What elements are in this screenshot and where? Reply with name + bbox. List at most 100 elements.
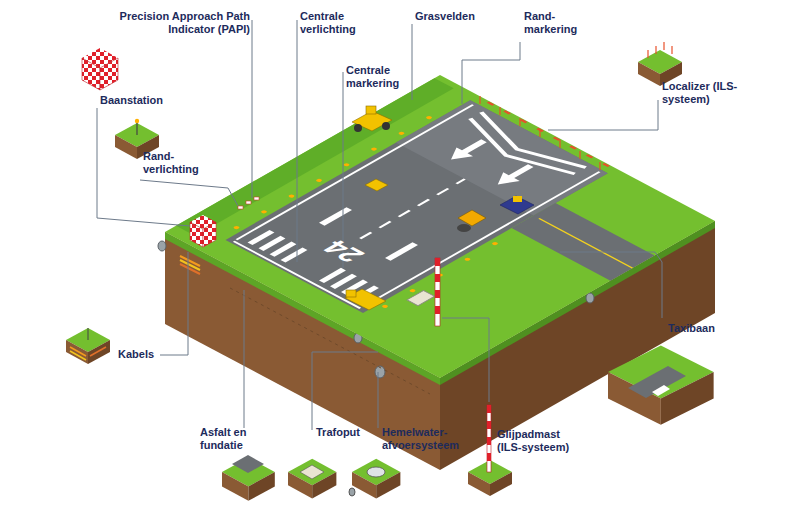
leader-line <box>442 318 489 402</box>
inset-mast-stripes <box>487 405 491 461</box>
edge-light <box>343 163 351 167</box>
mast-stripes <box>435 258 440 314</box>
wheel <box>354 124 362 132</box>
localizer-array <box>487 102 610 167</box>
edge-light-lamp <box>135 119 139 123</box>
edge-light-pole <box>136 122 137 135</box>
mast-stripe <box>487 421 491 429</box>
chevron-marking <box>465 112 586 177</box>
callout-label: Rand- verlichting <box>143 150 209 176</box>
localizer-pole <box>579 151 580 159</box>
localizer-antenna <box>569 145 577 149</box>
drain-pipe <box>349 488 355 496</box>
edge-light <box>288 194 296 198</box>
cable <box>180 264 200 274</box>
center-marking <box>360 179 465 239</box>
leader-line <box>140 180 238 206</box>
edge-marking <box>363 172 600 307</box>
edge-light <box>425 116 433 120</box>
callout-label: Glijpadmast (ILS-systeem) <box>497 428 585 454</box>
localizer-antenna <box>503 110 511 114</box>
mast-stripe <box>435 258 440 266</box>
papi-lights <box>238 197 259 209</box>
leader-line <box>412 24 413 100</box>
localizer-pole <box>671 46 672 54</box>
transformer-pit <box>407 290 435 305</box>
arrow-marking <box>490 161 540 189</box>
transformer-lid <box>300 465 324 479</box>
tractor-cab <box>366 106 376 114</box>
callout-label: Rand- markering <box>524 10 586 36</box>
callout-label: Hemelwater- afvoersysteem <box>382 426 474 452</box>
inset-taxiway <box>628 366 686 398</box>
edge-light <box>370 147 378 151</box>
pipe-end <box>586 293 594 303</box>
localizer-antenna <box>520 119 528 123</box>
roller <box>458 210 486 226</box>
cable <box>90 347 106 356</box>
paver <box>500 196 534 214</box>
leader-line <box>548 100 658 130</box>
callout-label: Asfalt en fundatie <box>200 426 262 452</box>
edge-light <box>260 210 268 214</box>
runway-end <box>396 100 608 215</box>
mast-stripe <box>487 437 491 445</box>
edge-light <box>409 289 417 293</box>
inset-cable-tile <box>66 328 110 364</box>
papi-unit <box>238 206 243 209</box>
taxiway <box>512 203 655 281</box>
taxi-centerline <box>539 218 633 268</box>
truck <box>345 289 386 310</box>
drain-cover <box>367 467 385 477</box>
callout-label: Grasvelden <box>415 10 505 23</box>
vehicles <box>345 106 534 310</box>
edge-light <box>464 257 472 261</box>
localizer-pole <box>647 50 648 58</box>
localizer-antenna <box>487 102 495 106</box>
callout-label: Taxibaan <box>668 322 738 335</box>
runway-station-side <box>203 222 216 247</box>
callout-label: Kabels <box>118 348 178 361</box>
edge-light <box>398 131 406 135</box>
inset-station-side <box>82 58 100 90</box>
inset-cables <box>70 347 106 360</box>
edge-light <box>233 225 241 229</box>
cable <box>70 351 86 360</box>
edge-light <box>381 304 389 308</box>
inset-taxiway-tile <box>608 346 714 425</box>
leader-line <box>312 352 378 430</box>
cable-marker <box>88 328 89 340</box>
inset-localizer-poles <box>648 42 672 58</box>
mast-stripe <box>487 453 491 461</box>
inset-mast <box>487 405 491 472</box>
leader-lines <box>97 20 662 430</box>
localizer-antenna <box>602 163 610 167</box>
callout-label: Centrale markering <box>346 64 412 90</box>
aiming-bar <box>385 242 418 261</box>
mast-stripe <box>435 306 440 314</box>
truck-cab <box>346 290 356 297</box>
localizer-pole <box>599 162 600 170</box>
threshold-bars <box>248 197 437 301</box>
edge-marking <box>237 105 474 240</box>
pipe-end <box>158 241 166 251</box>
localizer-antenna <box>553 137 561 141</box>
callout-label: Trafoput <box>316 426 376 439</box>
localizer-pole <box>663 42 664 50</box>
localizer-pole <box>519 118 520 126</box>
localizer-pole <box>539 129 540 137</box>
localizer-pole <box>655 46 656 54</box>
callout-label: Centrale verlichting <box>300 10 370 36</box>
leader-line <box>462 42 520 104</box>
asphalt-layer <box>232 455 264 473</box>
glide-path-mast <box>435 258 440 326</box>
leader-line <box>244 290 245 428</box>
papi-unit <box>246 201 251 204</box>
callout-label: Baanstation <box>100 94 190 107</box>
edge-lights <box>233 116 582 309</box>
roller-drum <box>457 224 471 232</box>
aiming-bar <box>319 207 352 226</box>
papi-unit <box>254 197 259 200</box>
localizer-pole <box>479 96 480 104</box>
